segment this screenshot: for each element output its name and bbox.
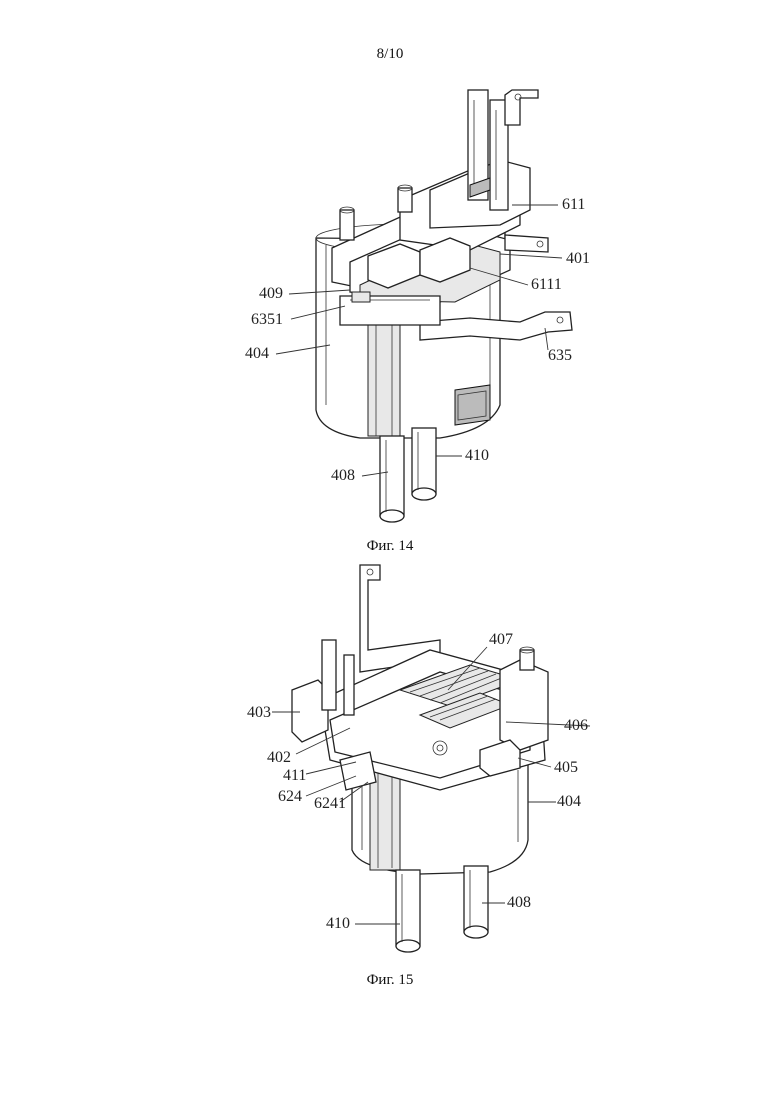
- label-403: 403: [247, 705, 271, 721]
- label-410-fig15: 410: [326, 916, 350, 932]
- figure-15-caption: Фиг. 15: [0, 972, 780, 989]
- label-407: 407: [489, 632, 513, 648]
- label-624: 624: [278, 789, 302, 805]
- label-408-fig15: 408: [507, 895, 531, 911]
- label-6241: 6241: [314, 796, 346, 812]
- label-404-fig15: 404: [557, 794, 581, 810]
- label-406: 406: [564, 718, 588, 734]
- label-402: 402: [267, 750, 291, 766]
- label-405: 405: [554, 760, 578, 776]
- label-411: 411: [283, 768, 306, 784]
- figure-15-drawing: [0, 0, 780, 1000]
